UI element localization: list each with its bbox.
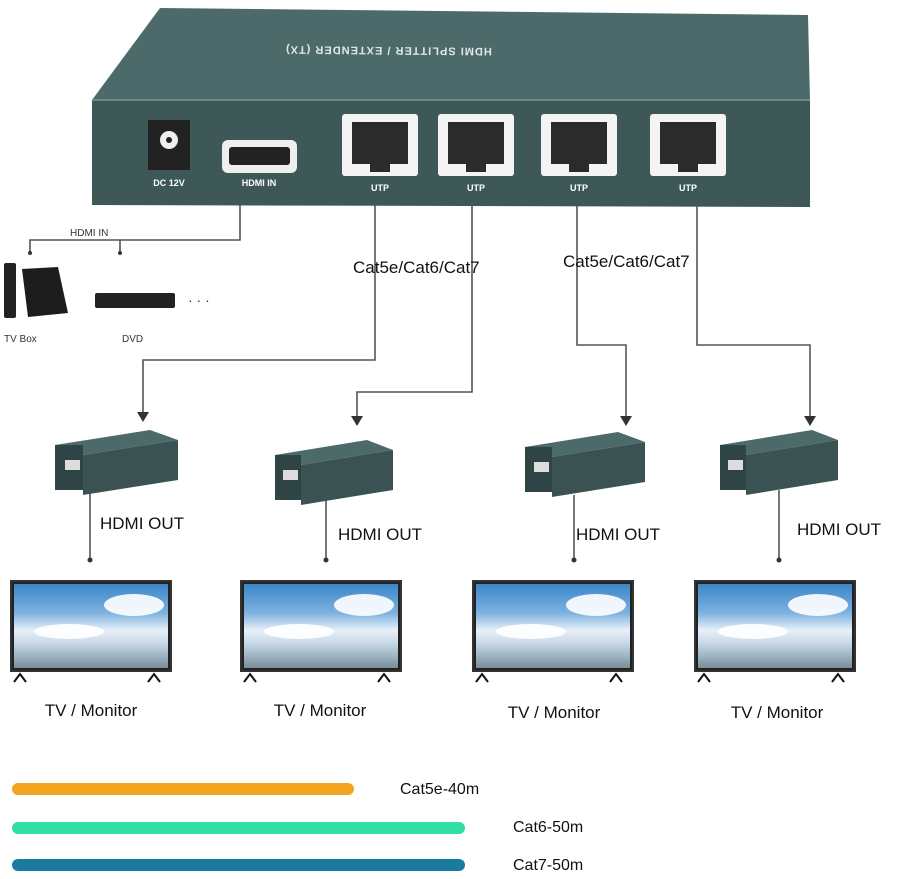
arrow-4: [804, 416, 816, 426]
tv-monitor-2: [240, 580, 402, 672]
utp-port-3: [541, 114, 617, 176]
dvd-icon: [95, 293, 175, 308]
tv-monitor-4: [694, 580, 856, 672]
arrow-2: [351, 416, 363, 426]
utp-port-1: [342, 114, 418, 176]
dc-port-label: DC 12V: [153, 178, 185, 188]
cable-wire-4: [696, 200, 811, 418]
cat6-bar: [12, 822, 465, 834]
hdmi-out-label-4: HDMI OUT: [797, 520, 882, 539]
more-sources: · · ·: [188, 292, 210, 308]
receiver-4: [720, 430, 838, 495]
source-label-dvd: DVD: [122, 334, 144, 345]
receiver-1: [55, 430, 178, 495]
cable-wire-1: [142, 200, 376, 414]
utp-label-3: UTP: [570, 183, 588, 193]
tv-label-3: TV / Monitor: [507, 703, 601, 722]
source-label-tv-box: TV Box: [4, 334, 37, 345]
receivers: [55, 430, 838, 505]
tv-label-2: TV / Monitor: [273, 701, 367, 720]
hdmi-in-port-label: HDMI IN: [241, 178, 277, 188]
cable-label-1: Cat5e/Cat6/Cat7: [353, 258, 480, 277]
tv-monitor-3: [472, 580, 634, 672]
cable-label-2: Cat5e/Cat6/Cat7: [563, 252, 690, 271]
cat7-label: Cat7-50m: [513, 857, 584, 874]
remote-icon: [4, 263, 16, 318]
tv-stands: [13, 672, 845, 683]
utp-port-2: [438, 114, 514, 176]
arrow-3: [620, 416, 632, 426]
cat5e-bar: [12, 783, 354, 795]
hdmi-in-wire: [29, 205, 241, 252]
hdmi-out-label-1: HDMI OUT: [100, 514, 185, 533]
cable-wire-2: [356, 200, 473, 418]
hdmi-in-label: HDMI IN: [70, 228, 109, 239]
hdmi-out-label-3: HDMI OUT: [576, 525, 661, 544]
cat5e-label: Cat5e-40m: [400, 781, 480, 798]
tv-label-4: TV / Monitor: [730, 703, 824, 722]
tv-monitor-1: [10, 580, 172, 672]
cable-wire-3: [576, 200, 627, 418]
tv-box-icon: [22, 267, 68, 317]
device-top-label: HDMI SPLITTER / EXTENDER (TX): [284, 43, 492, 57]
cat6-label: Cat6-50m: [513, 819, 584, 836]
source-devices: [4, 263, 175, 318]
tv-label-1: TV / Monitor: [44, 701, 138, 720]
utp-label-1: UTP: [371, 183, 389, 193]
splitter-body: [92, 8, 810, 207]
arrow-1: [137, 412, 149, 422]
hdmi-out-label-2: HDMI OUT: [338, 525, 423, 544]
utp-port-4: [650, 114, 726, 176]
cat7-bar: [12, 859, 465, 871]
receiver-2: [275, 440, 393, 505]
receiver-3: [525, 432, 645, 497]
utp-label-2: UTP: [467, 183, 485, 193]
utp-label-4: UTP: [679, 183, 697, 193]
